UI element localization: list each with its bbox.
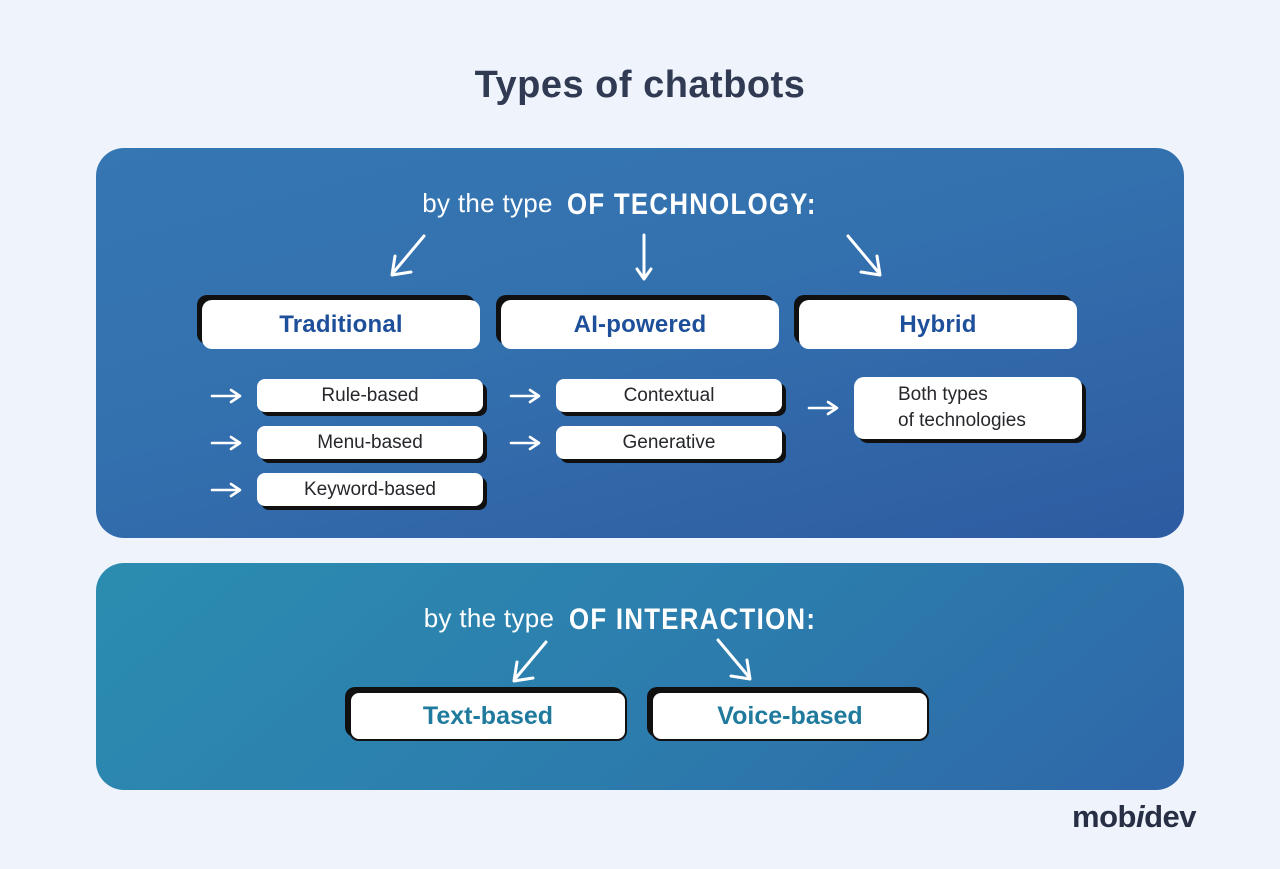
item-label-line1: Both types bbox=[898, 383, 988, 405]
technology-heading: by the type OF TECHNOLOGY: bbox=[96, 188, 1184, 222]
item-label: Rule-based bbox=[321, 384, 419, 406]
arrow-right-icon bbox=[210, 388, 242, 403]
category-label: Hybrid bbox=[899, 310, 977, 338]
item-row: Both types of technologies bbox=[807, 377, 1082, 439]
item-box-rule-based: Rule-based bbox=[257, 379, 483, 412]
logo-part-mob: mob bbox=[1072, 799, 1136, 834]
category-box-ai-powered: AI-powered bbox=[501, 300, 779, 349]
option-label: Voice-based bbox=[717, 701, 863, 730]
category-box-hybrid: Hybrid bbox=[799, 300, 1077, 349]
item-box-contextual: Contextual bbox=[556, 379, 782, 412]
technology-heading-prefix: by the type bbox=[422, 188, 553, 218]
category-box-traditional: Traditional bbox=[202, 300, 480, 349]
arrow-down-left-icon bbox=[390, 234, 426, 277]
item-box-both-types: Both types of technologies bbox=[854, 377, 1082, 439]
item-row: Generative bbox=[509, 426, 782, 459]
logo-part-i: i bbox=[1135, 799, 1145, 834]
item-label: Keyword-based bbox=[303, 478, 437, 500]
interaction-heading-prefix: by the type bbox=[423, 603, 555, 633]
arrow-right-icon bbox=[509, 388, 541, 403]
interaction-heading-caps: OF INTERACTION: bbox=[568, 603, 816, 636]
item-row: Contextual bbox=[509, 379, 782, 412]
option-box-voice-based: Voice-based bbox=[651, 691, 929, 741]
interaction-panel: by the type OF INTERACTION: Text-based V… bbox=[96, 563, 1184, 790]
interaction-heading: by the type OF INTERACTION: bbox=[96, 603, 1184, 637]
item-row: Keyword-based bbox=[210, 473, 483, 506]
item-box-generative: Generative bbox=[556, 426, 782, 459]
arrow-down-icon bbox=[635, 233, 653, 281]
item-row: Menu-based bbox=[210, 426, 483, 459]
item-label: Contextual bbox=[623, 384, 715, 406]
arrow-down-right-icon bbox=[716, 638, 752, 681]
column-hybrid: Hybrid Both types of technologies bbox=[799, 148, 1082, 538]
item-label: Menu-based bbox=[317, 431, 423, 453]
column-ai-powered: AI-powered Contextual Generative bbox=[501, 148, 782, 538]
option-box-text-based: Text-based bbox=[349, 691, 627, 741]
technology-heading-caps: OF TECHNOLOGY: bbox=[567, 188, 818, 221]
item-label-line2: of technologies bbox=[898, 410, 1026, 431]
mobidev-logo: mobidev bbox=[1072, 799, 1196, 835]
arrow-right-icon bbox=[210, 435, 242, 450]
item-box-menu-based: Menu-based bbox=[257, 426, 483, 459]
item-box-keyword-based: Keyword-based bbox=[257, 473, 483, 506]
category-label: AI-powered bbox=[573, 310, 707, 338]
technology-panel: by the type OF TECHNOLOGY: Traditional bbox=[96, 148, 1184, 538]
page-title: Types of chatbots bbox=[474, 64, 806, 106]
arrow-down-right-icon bbox=[846, 234, 882, 277]
category-label: Traditional bbox=[279, 310, 403, 338]
arrow-right-icon bbox=[210, 482, 242, 497]
arrow-right-icon bbox=[509, 435, 541, 450]
item-row: Rule-based bbox=[210, 379, 483, 412]
arrow-down-left-icon bbox=[512, 640, 548, 683]
arrow-right-icon bbox=[807, 400, 839, 416]
option-label: Text-based bbox=[422, 701, 554, 730]
logo-part-dev: dev bbox=[1144, 799, 1196, 834]
column-traditional: Traditional Rule-based Menu-based bbox=[202, 148, 483, 538]
item-label: Generative bbox=[622, 431, 716, 453]
